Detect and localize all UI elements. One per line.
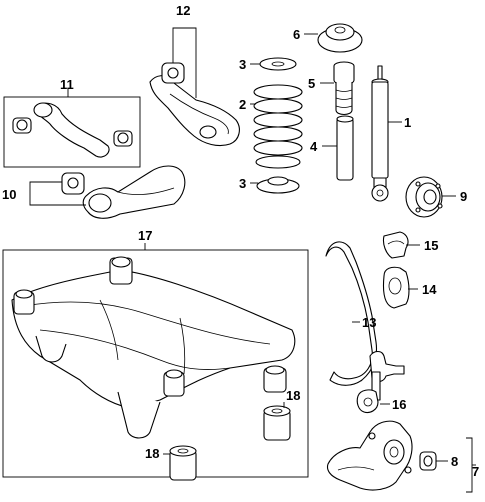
part-12-bushing [161,62,185,84]
part-12-arm-mount [199,125,217,139]
callout-3-upper: 3 [239,57,246,72]
callout-14: 14 [422,282,437,297]
callout-9: 9 [460,189,467,204]
part-17-mount-tower-mid [163,369,185,397]
part-12-arm-ridge [169,93,229,135]
part-17-subframe-group: 17 [2,228,309,478]
part-5-bump-stop: 5 [308,61,355,116]
part-10-bushing [61,172,85,195]
part-17-mount-tower-back [109,256,133,285]
callout-16: 16 [392,397,406,412]
part-12-leader [172,27,197,98]
part-8-knuckle-bushing: 8 [419,451,458,471]
part-11-bushing-right [113,130,133,147]
part-2-coil-spring: 2 [239,84,303,169]
part-18-bushing-lower: 18 [145,445,197,481]
part-7-knuckle [326,420,413,491]
callout-4: 4 [310,139,318,154]
part-17-lower-bracket [117,391,161,439]
callout-2: 2 [239,97,246,112]
part-10-trailing-arm-group: 10 [2,165,186,219]
part-7-8-leader: 7 [466,437,479,493]
part-6-top-mount: 6 [293,23,363,53]
part-17-lower-rail-line [39,329,231,370]
callout-13: 13 [362,315,376,330]
callout-5: 5 [308,76,315,91]
part-12-arm [149,75,240,147]
part-1-shock-absorber: 1 [371,65,411,202]
callout-11: 11 [60,77,74,92]
callout-17: 17 [138,228,152,243]
part-9-wheel-hub: 9 [405,176,467,218]
part-4-dust-boot: 4 [310,115,354,181]
callout-10: 10 [2,187,16,202]
part-13-bar-body [325,241,378,386]
part-17-ribs [99,299,186,375]
callout-18-lower: 18 [145,446,159,461]
part-16-stabilizer-link: 16 [356,350,406,414]
part-11-arm [35,102,110,158]
part-10-leader [29,181,86,206]
callout-7: 7 [472,464,479,479]
part-11-frame [3,96,141,168]
part-17-frame [2,249,309,478]
part-11-bushing-left [12,117,32,134]
part-3-upper-spring-seat: 3 [239,57,297,72]
callout-12: 12 [176,3,190,18]
part-17-mount-tower-left [13,289,35,315]
callout-3-lower: 3 [239,176,246,191]
part-14-bar-bushing: 14 [382,266,437,309]
callout-1: 1 [404,115,411,130]
callout-15: 15 [424,238,438,253]
part-11-upper-control-arm-group: 11 [3,77,141,168]
part-10-arm-edge [117,187,175,196]
callout-8: 8 [451,454,458,469]
part-10-arm-eye [88,193,112,213]
callout-6: 6 [293,27,300,42]
part-17-side-bracket [35,335,67,363]
part-11-arm-end-eye [33,102,53,118]
callout-18-upper: 18 [286,388,300,403]
part-12-lower-control-arm-group: 12 [149,3,240,147]
part-13-stabilizer-bar: 13 [325,241,378,386]
part-3-lower-spring-seat: 3 [239,176,300,194]
part-17-mount-tower-right [263,365,287,393]
part-17-subframe-body [11,269,296,409]
part-18-bushing-upper: 18 [263,388,300,441]
part-15-bar-bracket: 15 [382,231,438,259]
part-17-crossmember-line [23,301,271,345]
